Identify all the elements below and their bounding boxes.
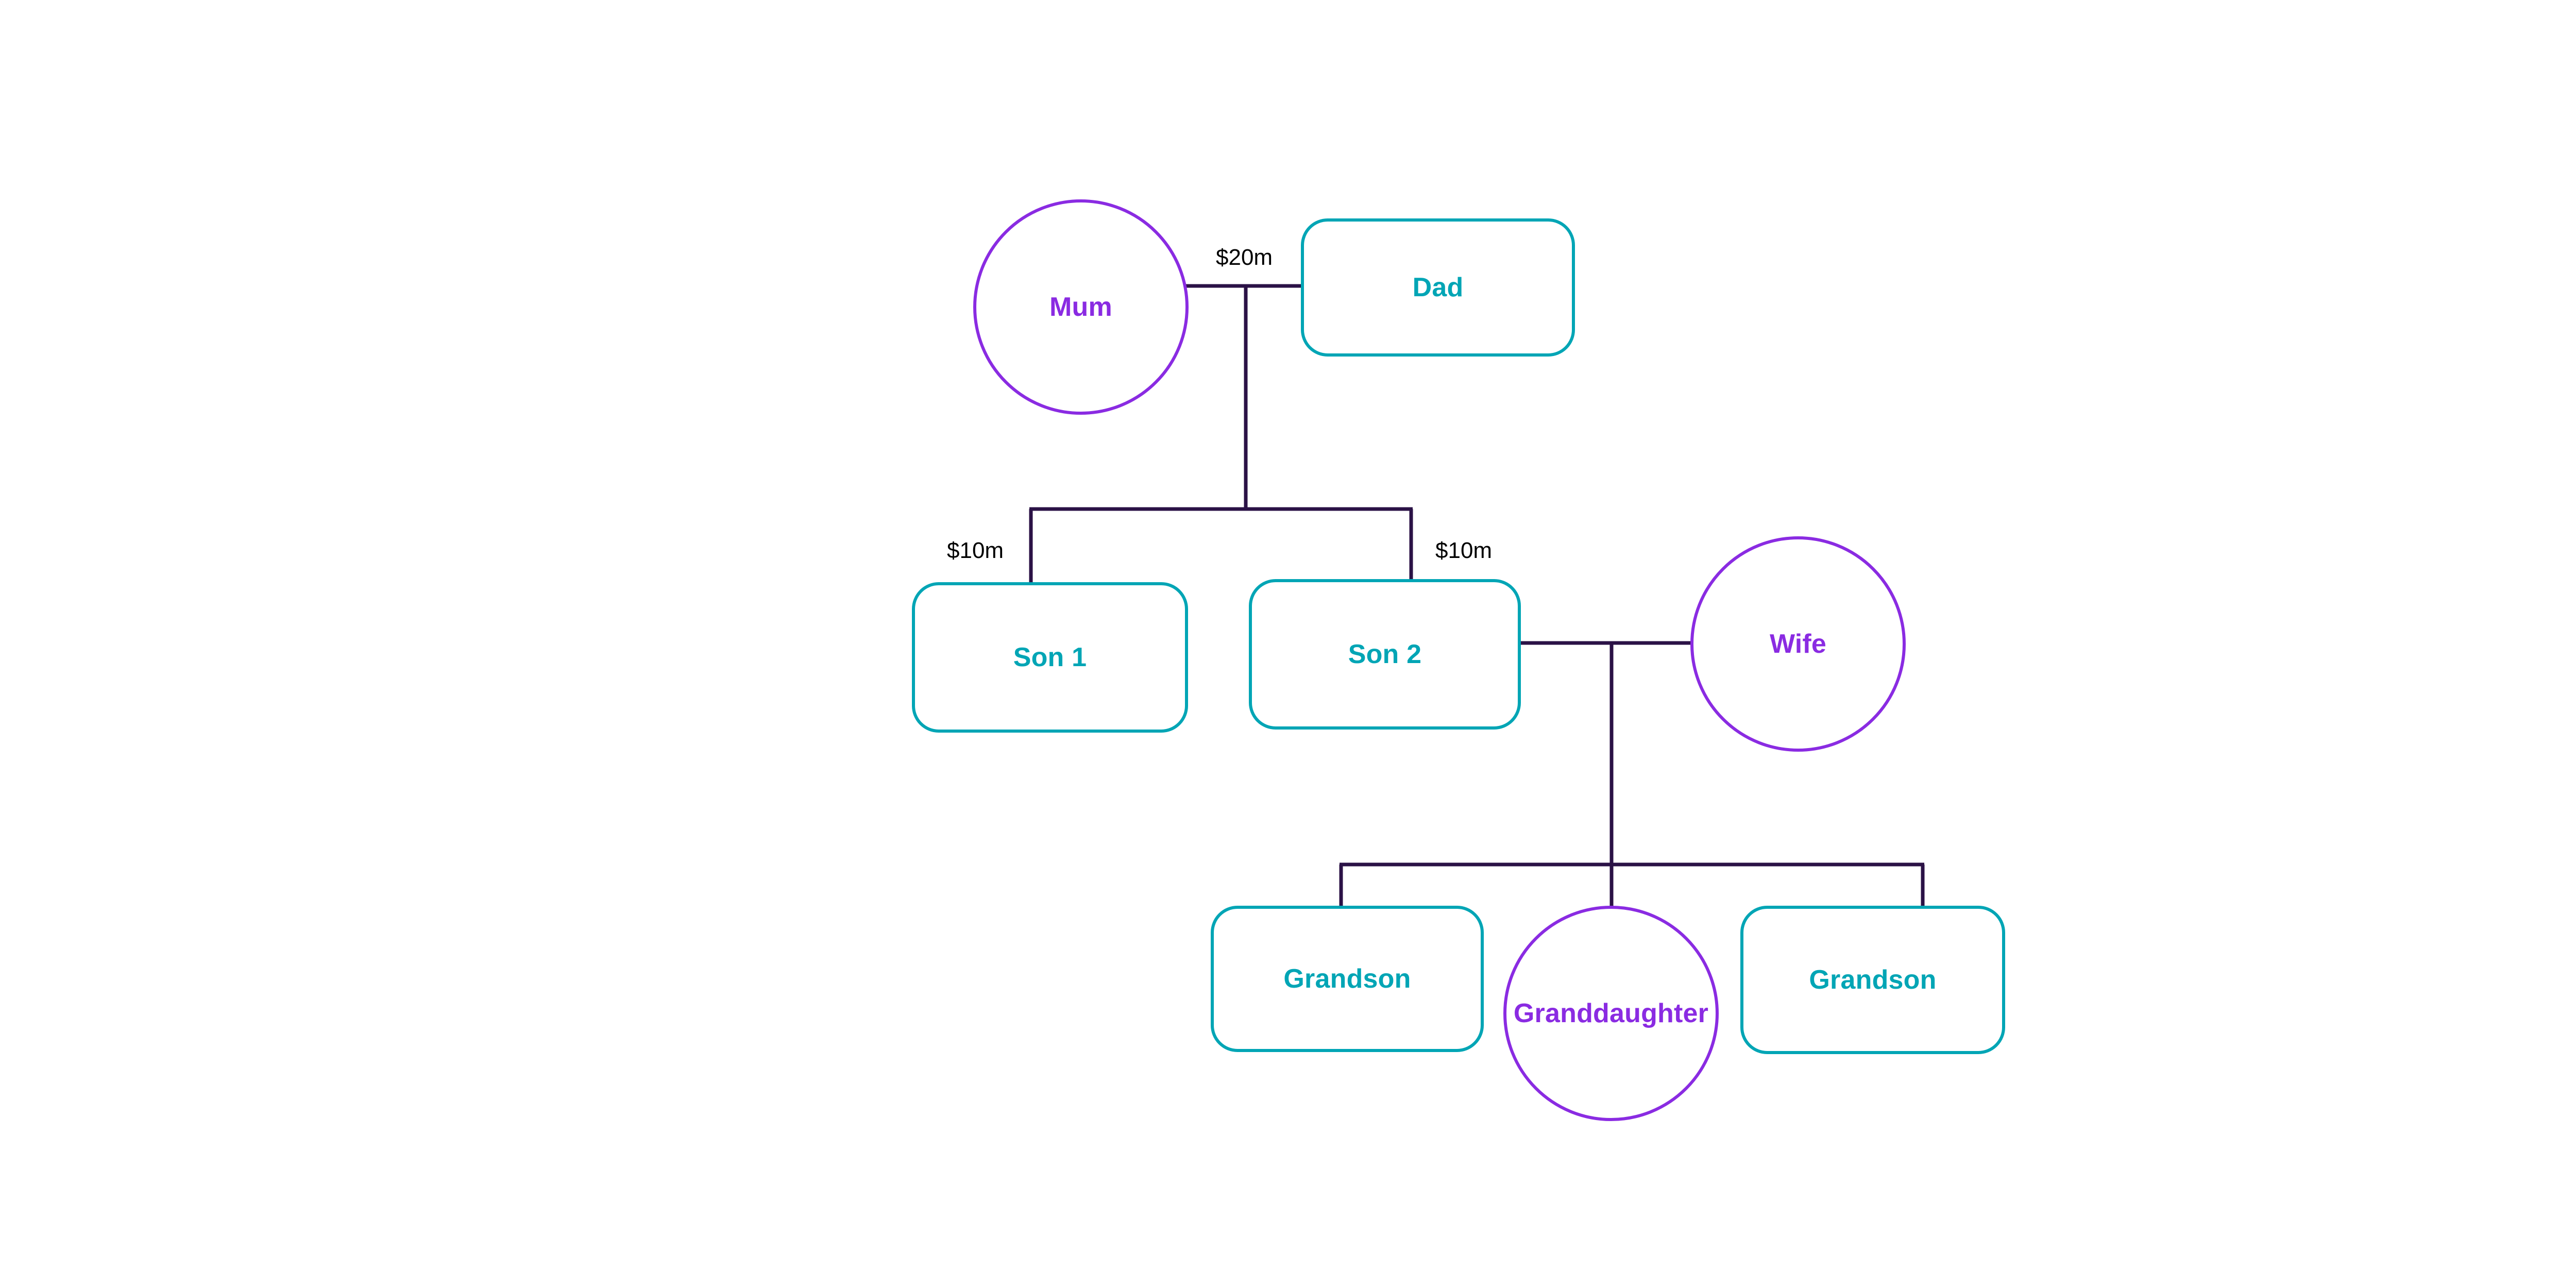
node-grandson-right[interactable]: Grandson bbox=[1740, 906, 2005, 1054]
node-grandson-left-label: Grandson bbox=[1283, 964, 1411, 994]
node-dad-label: Dad bbox=[1412, 273, 1464, 302]
node-mum[interactable]: Mum bbox=[973, 199, 1189, 415]
node-granddaughter-label: Granddaughter bbox=[1513, 998, 1709, 1028]
node-son-1-label: Son 1 bbox=[1013, 642, 1087, 672]
node-son-2[interactable]: Son 2 bbox=[1249, 579, 1521, 730]
node-grandson-left[interactable]: Grandson bbox=[1211, 906, 1484, 1052]
node-son-1[interactable]: Son 1 bbox=[912, 582, 1188, 733]
edge-label-inheritance-10m-left: $10m bbox=[947, 538, 1004, 563]
node-wife-label: Wife bbox=[1769, 629, 1827, 659]
node-grandson-right-label: Grandson bbox=[1809, 965, 1937, 995]
node-son-2-label: Son 2 bbox=[1348, 639, 1422, 669]
node-granddaughter[interactable]: Granddaughter bbox=[1503, 906, 1719, 1121]
node-mum-label: Mum bbox=[1049, 292, 1112, 322]
node-dad[interactable]: Dad bbox=[1301, 218, 1575, 357]
edge-label-inheritance-10m-right: $10m bbox=[1435, 538, 1493, 563]
node-wife[interactable]: Wife bbox=[1690, 536, 1906, 752]
edge-label-inheritance-20m: $20m bbox=[1216, 245, 1273, 270]
